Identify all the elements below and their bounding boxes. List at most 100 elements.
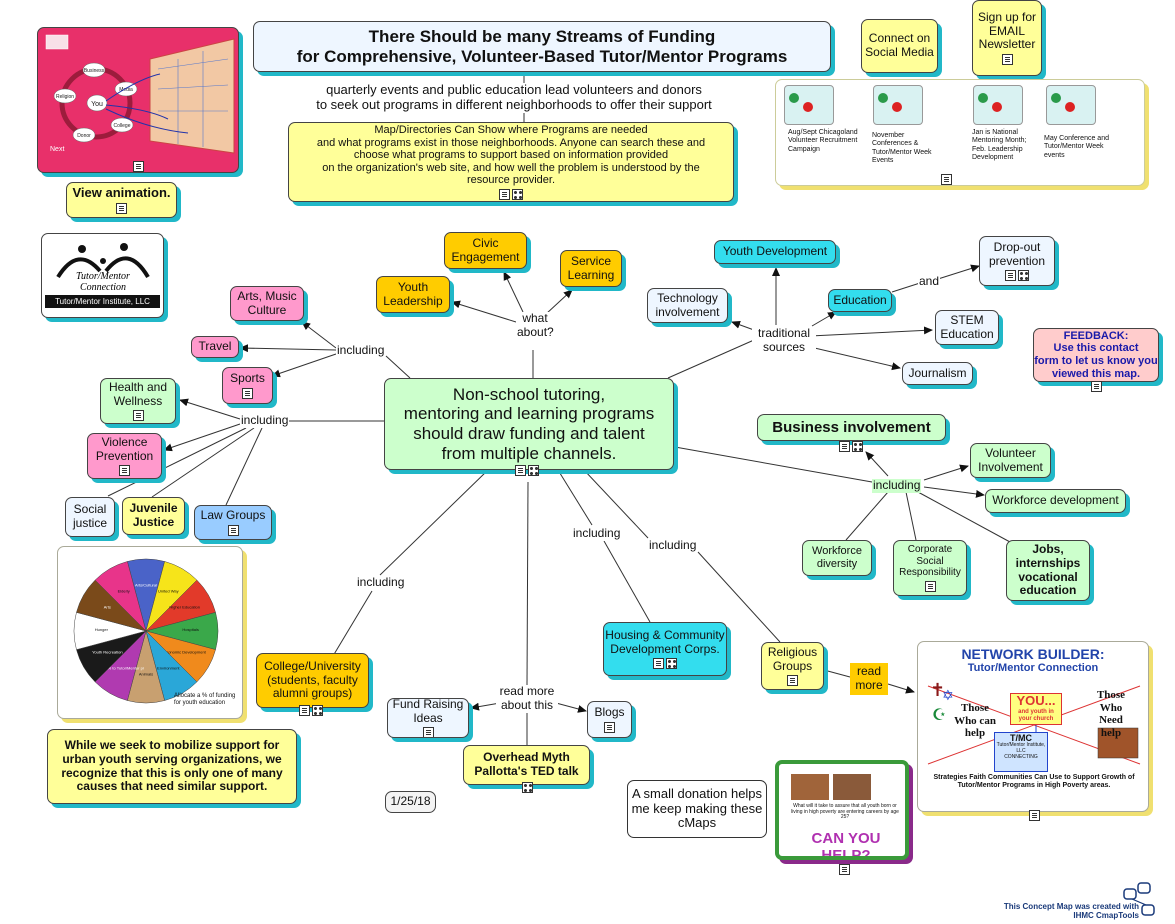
juvenile-justice-node[interactable]: Juvenile Justice	[122, 497, 185, 535]
read-more-badge[interactable]: read more	[850, 663, 888, 695]
document-icon[interactable]	[515, 465, 526, 476]
cmap-icon[interactable]	[666, 658, 677, 670]
document-icon[interactable]	[839, 864, 850, 875]
travel-node[interactable]: Travel	[191, 336, 239, 358]
journalism-node[interactable]: Journalism	[902, 362, 973, 385]
housing-node[interactable]: Housing & Community Development Corps.	[603, 622, 727, 676]
what-about-label: what about?	[516, 311, 554, 340]
cmap-icon[interactable]	[528, 465, 539, 476]
workforce-development-node[interactable]: Workforce development	[985, 489, 1126, 513]
business-involvement-node[interactable]: Business involvement	[757, 414, 946, 441]
logo-figures-icon: Tutor/Mentor Connection	[55, 243, 150, 293]
signup-newsletter-node[interactable]: Sign up for EMAIL Newsletter	[972, 0, 1042, 76]
logo-footer: Tutor/Mentor Institute, LLC	[45, 295, 160, 309]
calendar-step-4: May Conference and Tutor/Mentor Week eve…	[1044, 135, 1109, 159]
document-icon[interactable]	[132, 160, 144, 172]
stem-education-node[interactable]: STEM Education	[935, 310, 999, 345]
document-icon[interactable]	[1029, 810, 1040, 821]
violence-prevention-node[interactable]: Violence Prevention	[87, 433, 162, 479]
network-builder-icons	[1028, 808, 1041, 821]
cmap-icon[interactable]	[312, 705, 323, 716]
youth-development-node[interactable]: Youth Development	[714, 240, 836, 264]
including-top-label: including	[336, 343, 386, 358]
document-icon[interactable]	[839, 441, 850, 452]
document-icon[interactable]	[242, 387, 253, 399]
document-icon[interactable]	[299, 705, 310, 716]
map-directories-node[interactable]: Map/Directories Can Show where Programs …	[288, 122, 734, 202]
center-node[interactable]: Non-school tutoring, mentoring and learn…	[384, 378, 674, 470]
blogs-node[interactable]: Blogs	[587, 701, 632, 738]
cmap-icon[interactable]	[522, 782, 533, 793]
document-icon[interactable]	[119, 465, 130, 477]
animation-thumbnail[interactable]: Media Business Religion Donor College Yo…	[37, 27, 239, 173]
document-icon[interactable]	[132, 410, 144, 422]
tmc-box: T/MC Tutor/Mentor Institute, LLC CONNECT…	[994, 732, 1048, 772]
service-learning-node[interactable]: Service Learning	[560, 250, 622, 287]
document-icon[interactable]	[941, 174, 952, 185]
document-icon[interactable]	[116, 202, 127, 214]
traditional-sources-label: traditional sources	[752, 326, 816, 355]
jobs-internships-node[interactable]: Jobs, internships vocational education	[1006, 540, 1090, 601]
anim-label-college: College	[114, 123, 131, 129]
view-animation-node[interactable]: View animation.	[66, 182, 177, 218]
overhead-icons	[521, 780, 534, 793]
intro-text: quarterly events and public education le…	[288, 82, 740, 113]
pie-slice-label: Arts/Cultural	[135, 582, 157, 587]
anim-label-donor: Donor	[77, 133, 91, 139]
cmap-icon[interactable]	[512, 189, 523, 201]
document-icon[interactable]	[604, 721, 615, 733]
overhead-myth-node[interactable]: Overhead Myth Pallotta's TED talk	[463, 745, 590, 785]
cmaptools-credit: This Concept Map was created with IHMC C…	[1003, 902, 1139, 921]
anim-label-religion: Religion	[56, 94, 74, 100]
religious-including-label: including	[648, 538, 698, 553]
technology-involvement-node[interactable]: Technology involvement	[647, 288, 728, 323]
network-builder-panel[interactable]: NETWORK BUILDER: Tutor/Mentor Connection…	[917, 641, 1149, 812]
pie-slice	[94, 561, 147, 632]
csr-node[interactable]: Corporate Social Responsibility	[893, 540, 967, 596]
volunteer-involvement-node[interactable]: Volunteer Involvement	[970, 443, 1051, 478]
college-university-node[interactable]: College/University (students, faculty al…	[256, 653, 369, 708]
health-wellness-node[interactable]: Health and Wellness	[100, 378, 176, 424]
workforce-diversity-node[interactable]: Workforce diversity	[802, 540, 872, 576]
law-groups-node[interactable]: Law Groups	[194, 505, 272, 540]
document-icon[interactable]	[1001, 54, 1013, 66]
pie-slice-label: Economic Development	[164, 649, 207, 654]
cmap-icon[interactable]	[1018, 270, 1029, 282]
connect-social-node[interactable]: Connect on Social Media	[861, 19, 938, 73]
social-justice-node[interactable]: Social justice	[65, 497, 115, 537]
donation-node[interactable]: A small donation helps me keep making th…	[627, 780, 767, 838]
page-title: There Should be many Streams of Funding …	[253, 21, 831, 72]
education-node[interactable]: Education	[828, 289, 892, 312]
religious-groups-node[interactable]: Religious Groups	[761, 642, 824, 690]
document-icon[interactable]	[1091, 381, 1102, 392]
dropout-prevention-node[interactable]: Drop-out prevention	[979, 236, 1055, 286]
donation-flyer[interactable]: What will it take to assure that all you…	[775, 760, 909, 860]
document-icon[interactable]	[1005, 270, 1016, 282]
document-icon[interactable]	[924, 580, 936, 592]
youth-leadership-node[interactable]: Youth Leadership	[376, 276, 450, 313]
arts-music-node[interactable]: Arts, Music Culture	[230, 286, 304, 321]
anim-label-media: Media	[119, 87, 133, 93]
document-icon[interactable]	[787, 675, 798, 687]
network-builder-title: NETWORK BUILDER:	[961, 646, 1105, 662]
network-builder-subtitle: Tutor/Mentor Connection	[967, 662, 1099, 675]
pie-slice-label: Environment	[157, 666, 180, 671]
document-icon[interactable]	[653, 658, 664, 670]
document-icon[interactable]	[227, 524, 239, 536]
cmap-icon[interactable]	[852, 441, 863, 452]
fund-raising-node[interactable]: Fund Raising Ideas	[387, 698, 469, 738]
document-icon[interactable]	[422, 727, 434, 737]
feedback-node[interactable]: FEEDBACK: Use this contact form to let u…	[1033, 328, 1159, 382]
calendar-panel[interactable]: Aug/Sept Chicagoland Volunteer Recruitme…	[775, 79, 1145, 186]
anim-next-label: Next	[50, 146, 64, 153]
crescent-icon: ☪	[932, 707, 946, 724]
document-icon[interactable]	[499, 189, 510, 201]
pie-slice-label: United Way	[158, 588, 179, 593]
page-title-line1: There Should be many Streams of Funding	[368, 26, 716, 46]
civic-engagement-node[interactable]: Civic Engagement	[444, 232, 527, 269]
pie-slice-label: Animals	[139, 672, 153, 677]
sports-node[interactable]: Sports	[222, 367, 273, 404]
